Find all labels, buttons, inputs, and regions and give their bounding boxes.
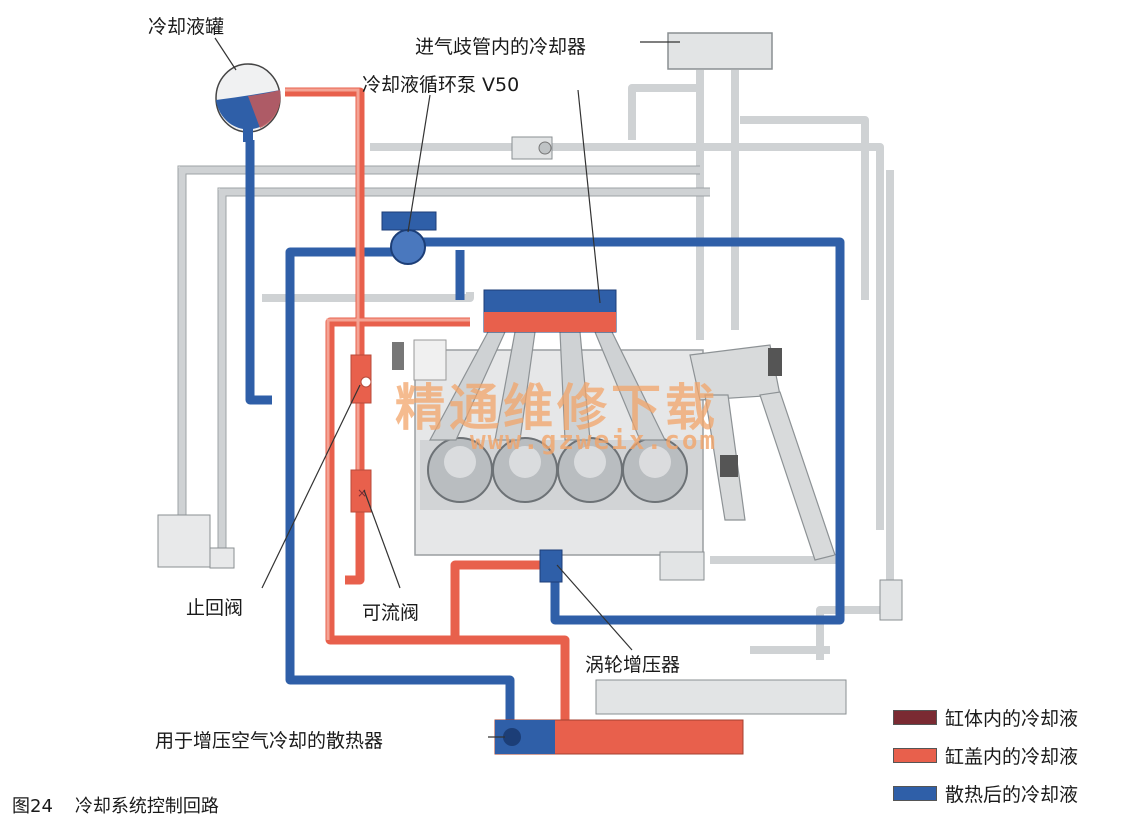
watermark-main: 精通维修下载	[395, 379, 719, 437]
red-pipe-highlights	[285, 88, 470, 640]
figure-title: 冷却系统控制回路	[74, 796, 219, 817]
legend-label-head: 缸盖内的冷却液	[945, 745, 1079, 768]
blue-pipes	[245, 140, 845, 720]
intake-runners	[428, 331, 666, 441]
legend-item-cooled: 散热后的冷却液	[893, 774, 1133, 812]
grey-reservoir	[157, 514, 211, 568]
coolant-tank	[215, 63, 281, 142]
check-valve-body	[350, 354, 372, 404]
flow-valve-body	[350, 469, 372, 513]
legend-item-head: 缸盖内的冷却液	[893, 736, 1133, 774]
label-check-valve: 止回阀	[186, 597, 244, 619]
figure-number: 图24	[12, 796, 53, 817]
legend-item-block: 缸体内的冷却液	[893, 698, 1133, 736]
legend-label-cooled: 散热后的冷却液	[945, 783, 1079, 806]
legend: 缸体内的冷却液 缸盖内的冷却液 散热后的冷却液	[893, 698, 1133, 812]
svg-text:×: ×	[357, 486, 367, 500]
charge-air-radiator	[494, 719, 744, 755]
grey-pipe-outlines	[177, 165, 710, 560]
main-radiator	[595, 679, 847, 715]
legend-swatch-head	[893, 747, 937, 763]
figure-caption: 图24 冷却系统控制回路	[12, 792, 219, 818]
watermark-url: www.gzweix.com	[470, 426, 718, 456]
top-cooler-box	[667, 32, 773, 70]
turbocharger-block	[539, 549, 563, 583]
label-turbocharger: 涡轮增压器	[585, 654, 681, 676]
legend-swatch-cooled	[893, 785, 937, 801]
leader-lines	[214, 37, 680, 738]
coolant-pump-v50	[390, 229, 426, 265]
label-charge-air-radiator: 用于增压空气冷却的散热器	[155, 730, 384, 752]
label-flow-valve: 可流阀	[362, 602, 420, 624]
red-pipes	[285, 87, 570, 720]
grey-pipes	[178, 70, 894, 660]
label-coolant-tank: 冷却液罐	[148, 16, 225, 38]
label-intake-manifold-cooler: 进气歧管内的冷却器	[415, 36, 587, 58]
legend-label-block: 缸体内的冷却液	[945, 707, 1079, 730]
legend-swatch-block	[893, 709, 937, 725]
label-coolant-pump: 冷却液循环泵 V50	[362, 74, 520, 96]
